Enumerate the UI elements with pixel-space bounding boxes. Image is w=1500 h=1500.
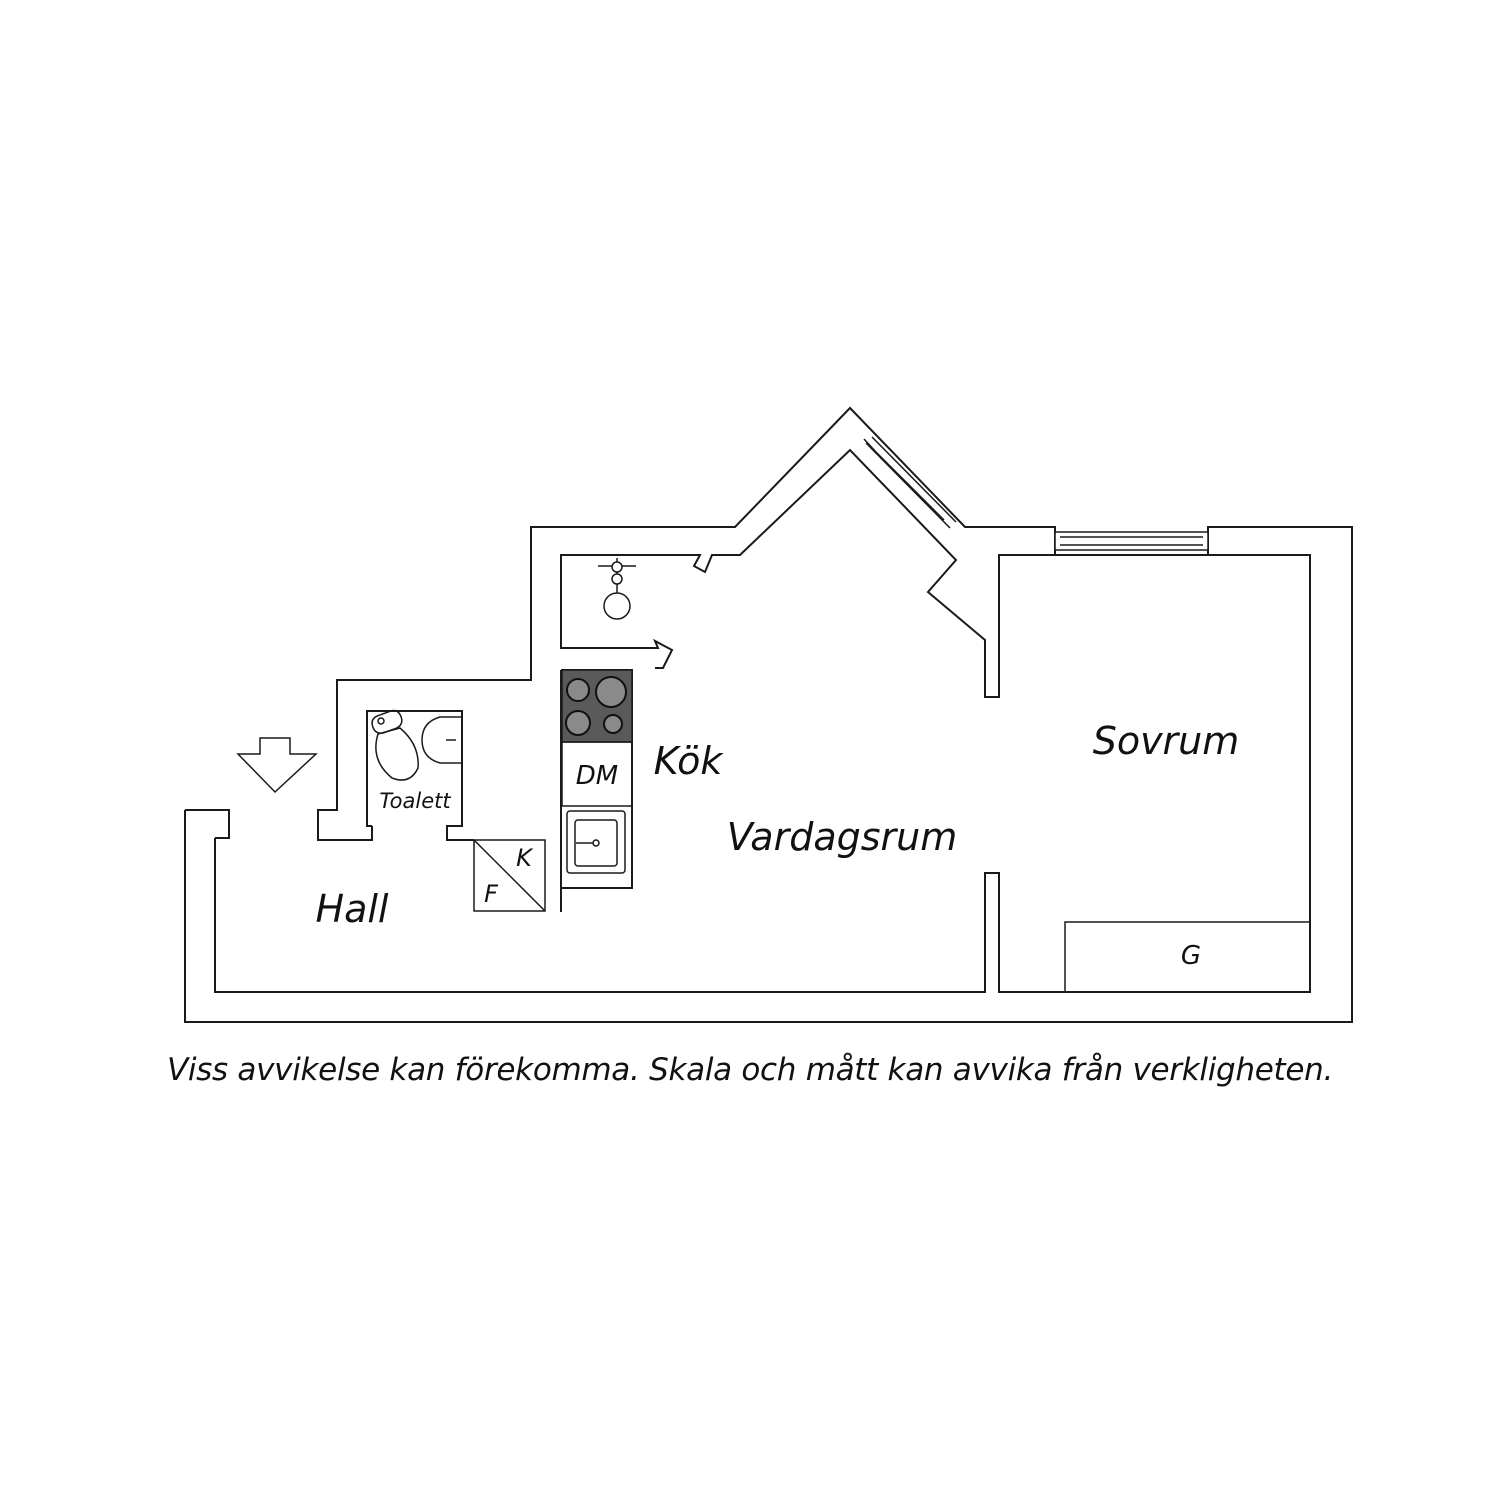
room-label-vardagsrum: Vardagsrum: [727, 815, 958, 859]
toilet-icon: [371, 709, 419, 781]
sink-icon: [566, 810, 626, 874]
entrance-wall-stub: [185, 809, 230, 839]
inner-wall: [214, 448, 1311, 993]
dishwasher-label: DM: [576, 761, 618, 791]
toilet-room-wall: [366, 710, 474, 841]
dishwasher-box: [561, 741, 633, 807]
room-label-sovrum: Sovrum: [1093, 719, 1240, 763]
fridge-label: K: [516, 844, 534, 872]
bedroom-window: [1054, 531, 1209, 551]
room-label-kok: Kök: [654, 739, 725, 783]
room-label-toalett: Toalett: [379, 789, 451, 813]
washbasin-icon: [421, 716, 461, 764]
shower-icon: [598, 558, 636, 620]
bay-window: [863, 436, 957, 529]
wardrobe-label: G: [1181, 941, 1201, 971]
entrance-arrow-icon: [236, 737, 318, 794]
freezer-label: F: [484, 880, 499, 908]
fridge-freezer: [473, 839, 546, 912]
stove-icon: [561, 669, 633, 743]
outer-wall: [184, 406, 1353, 1023]
disclaimer-text: Viss avvikelse kan förekomma. Skala och …: [166, 1052, 1334, 1088]
wardrobe-box: [1064, 921, 1311, 993]
room-label-hall: Hall: [316, 887, 389, 931]
